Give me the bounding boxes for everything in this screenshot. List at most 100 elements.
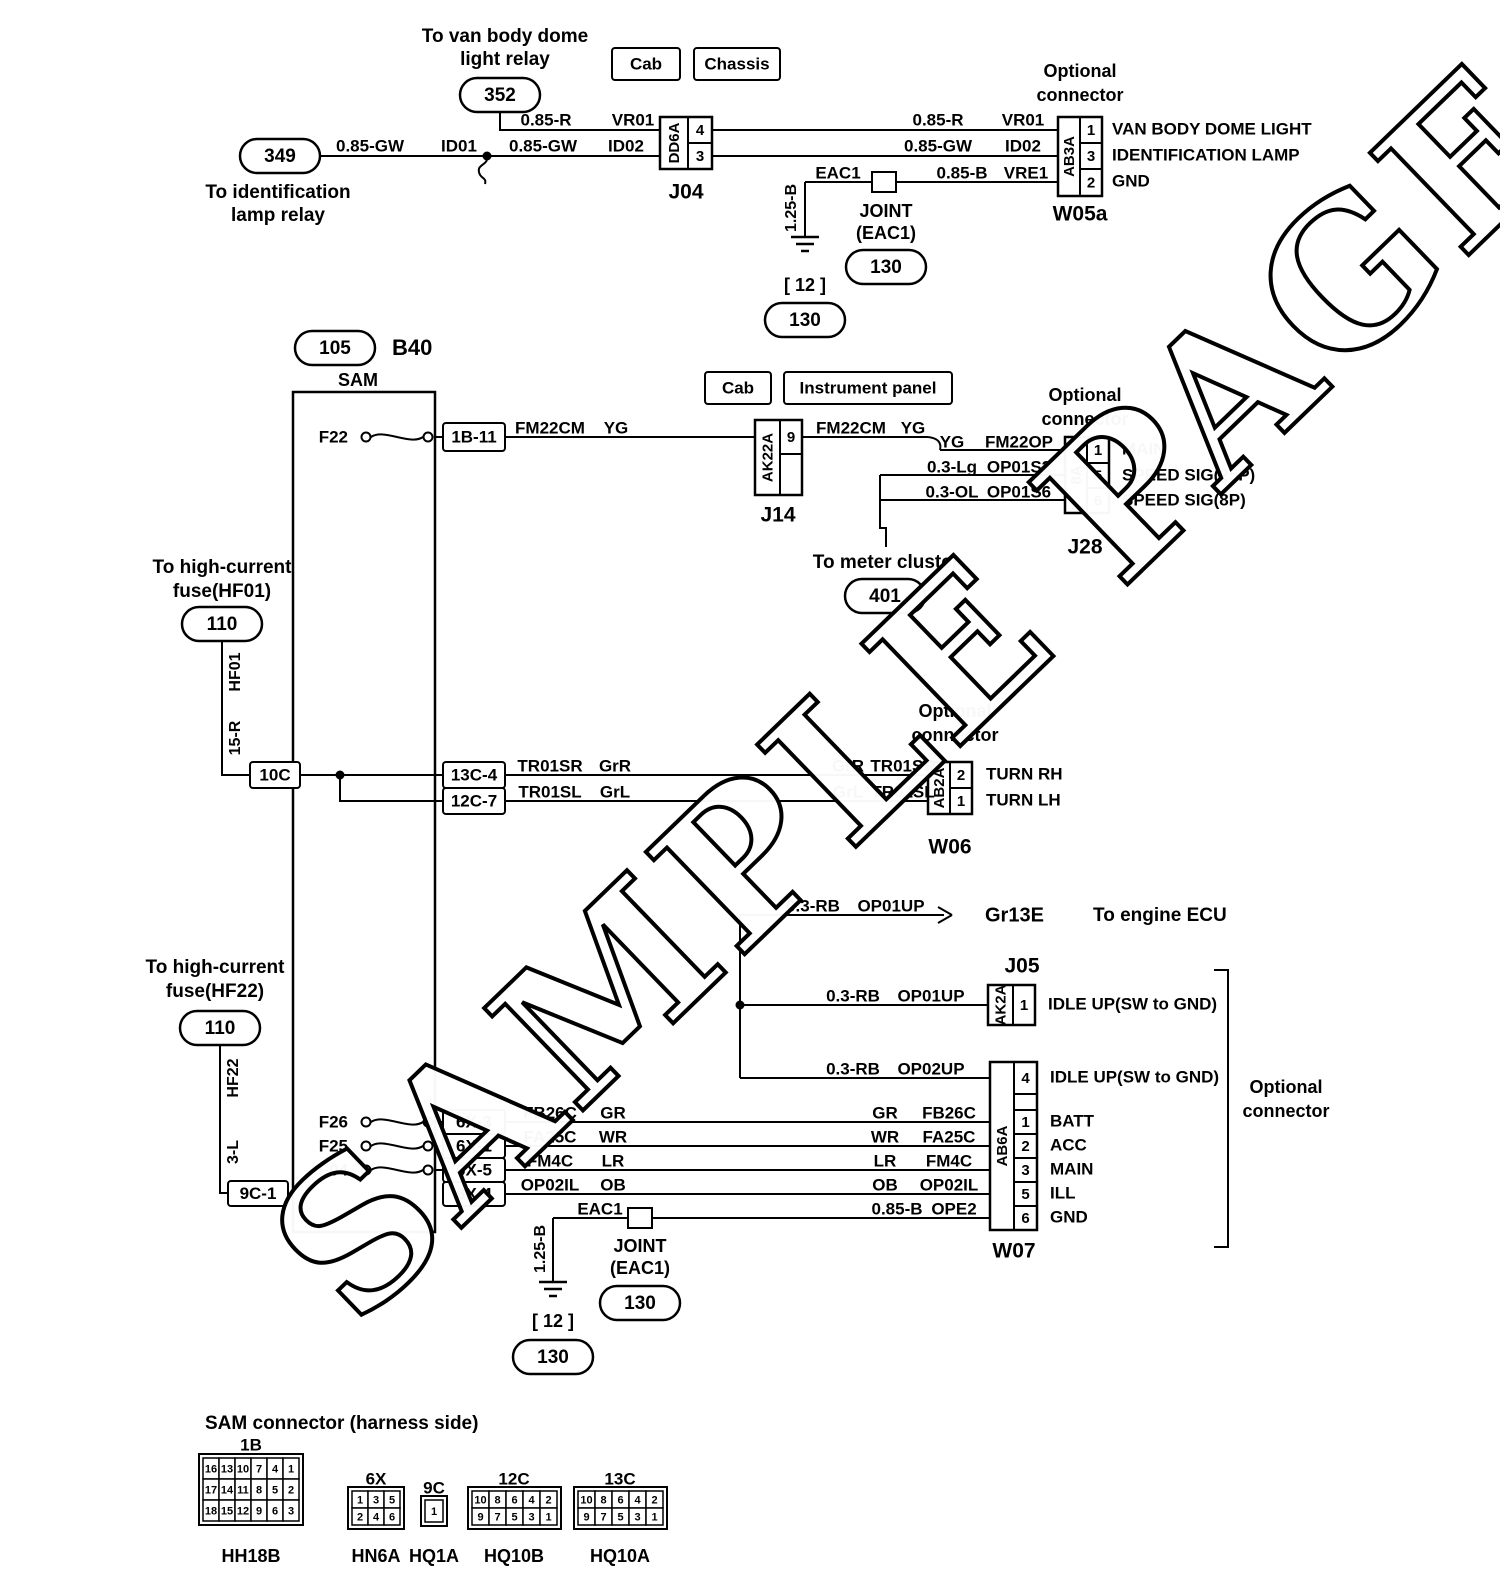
pin-6x-3-text: 6X-3 [456, 1112, 492, 1131]
junction-dot [335, 770, 345, 780]
optional-connector-w06-2: connector [911, 725, 998, 745]
fuse-f22-terminal [422, 431, 434, 443]
grid-hh18b-cavity-num: 9 [256, 1505, 262, 1517]
grid-hq10b-cavity-num: 9 [477, 1511, 483, 1523]
wire-label: VR01 [1002, 110, 1045, 129]
grid-hq10a-cavity [645, 1507, 664, 1526]
wire-label: OPE2 [931, 1199, 976, 1218]
connector-j04-housing-code: DD6A [666, 122, 683, 163]
wire-label: GR [600, 1103, 626, 1122]
connector-j14 [753, 418, 804, 497]
wire-label: TR01SL [518, 782, 581, 801]
wire-label: WR [871, 1127, 899, 1146]
grid-hq1a-group-label: 9C [423, 1478, 445, 1497]
wire-label: TR01SL [871, 782, 934, 801]
zone-cab-top [611, 47, 681, 81]
grid-hh18b-cavity-num: 7 [256, 1463, 262, 1475]
connector-j14-pin-9: 9 [787, 429, 795, 446]
pin-12c-7 [442, 787, 506, 815]
wire-label: EAC1 [577, 1199, 622, 1218]
wire-label: GrL [833, 782, 863, 801]
caption-hf01-2: fuse(HF01) [173, 581, 271, 602]
wire-label: FM4C [926, 1151, 972, 1170]
wire-label: YG [940, 432, 965, 451]
grid-hq1a-cavity-num: 1 [431, 1506, 437, 1518]
connector-id-w07: W07 [992, 1240, 1035, 1263]
grid-hn6a-cavity-num: 4 [373, 1511, 380, 1523]
connector-j05-pin-1: 1 [1020, 997, 1028, 1014]
grid-hq10b-cavity-num: 1 [545, 1511, 551, 1523]
grid-hh18b-cavity-num: 2 [288, 1484, 294, 1496]
connector-w05a-pin-2: 2 [1087, 174, 1095, 191]
wire-label: ID02 [608, 136, 644, 155]
zone-instrument-panel [783, 371, 953, 405]
grid-hn6a-cavity-num: 3 [373, 1494, 379, 1506]
connector-id-b40: B40 [392, 335, 432, 360]
joint-label-top-2: (EAC1) [856, 223, 916, 243]
grid-hh18b-cavity-num: 12 [237, 1505, 249, 1517]
grid-hh18b-cavity-num: 5 [272, 1484, 278, 1496]
caption-hf22-1: To high-current [146, 957, 286, 978]
grid-hq10b-cavity-num: 2 [545, 1494, 551, 1506]
wire-label: OB [600, 1175, 626, 1194]
fuse-f25-terminal [422, 1140, 434, 1152]
joint-box-top [871, 171, 897, 193]
wire-label: FM22CM [515, 418, 585, 437]
grid-hq10b-cavity-num: 8 [494, 1494, 500, 1506]
caption-engine-ecu: To engine ECU [1093, 905, 1227, 926]
grid-hh18b-cavity-num: 18 [205, 1505, 217, 1517]
fuse-f04-terminal [422, 1164, 434, 1176]
wire-label: 1.25-B [783, 184, 800, 232]
caption-hf22-2: fuse(HF22) [166, 981, 264, 1002]
grid-hh18b-cavity-num: 16 [205, 1463, 217, 1475]
grid-hq1a-id: HQ1A [409, 1546, 459, 1566]
grid-hn6a-cavity-num: 2 [357, 1511, 363, 1523]
wire-label: WR [599, 1127, 627, 1146]
wire-label: OP01UP [897, 986, 964, 1005]
connector-id-w05a: W05a [1053, 203, 1108, 226]
connector-id-j05: J05 [1004, 955, 1039, 978]
pin-desc: TURN RH [986, 764, 1063, 783]
wire-label: YG [901, 418, 926, 437]
grid-hq10b-cavity-num: 6 [511, 1494, 517, 1506]
pin-desc: IDLE UP(SW to GND) [1050, 1067, 1219, 1086]
ref-130-top-ground-text: 130 [789, 310, 821, 331]
caption-ident-2: lamp relay [231, 205, 325, 226]
wire-label: FM22CM [816, 418, 886, 437]
pin-desc: IDLE UP(SW to GND) [1048, 994, 1217, 1013]
ref-401-text: 401 [869, 586, 901, 607]
grid-hh18b-cavity [282, 1499, 300, 1522]
grid-hh18b-cavity-num: 14 [221, 1484, 234, 1496]
ground-ref-top: [ 12 ] [784, 275, 826, 295]
connector-j28-pin-6: 6 [1094, 492, 1102, 509]
wire-label: HF01 [227, 652, 244, 691]
grid-hh18b-cavity-num: 8 [256, 1484, 262, 1496]
wire-label: FM4C [527, 1151, 573, 1170]
grid-hq10a-cavity-num: 6 [617, 1494, 623, 1506]
ref-349-text: 349 [264, 146, 296, 167]
ref-130-top-joint-text: 130 [870, 257, 902, 278]
grid-hq10a-cavity-num: 9 [583, 1511, 589, 1523]
optional-connector-w07-1: Optional [1250, 1077, 1323, 1097]
wire-label: 0.3-RB [826, 986, 880, 1005]
grid-hq10a-cavity-num: 4 [634, 1494, 641, 1506]
grid-hh18b-cavity-num: 10 [237, 1463, 249, 1475]
zone-instrument-panel-text: Instrument panel [800, 378, 937, 397]
optional-connector-j28-2: connector [1041, 409, 1128, 429]
pin-10c [249, 761, 301, 789]
connector-j05-housing-code: AK2A [992, 984, 1009, 1025]
connector-w07-pin-2: 2 [1021, 1138, 1029, 1155]
wire-label: GrL [600, 782, 630, 801]
zone-cab-mid [704, 371, 772, 405]
optional-connector-j28-1: Optional [1049, 385, 1122, 405]
pin-10c-text: 10C [259, 765, 290, 784]
optional-connector-w07-2: connector [1242, 1101, 1329, 1121]
optional-connector-bracket [1214, 969, 1229, 1248]
connector-w07-pin-3: 3 [1021, 1162, 1029, 1179]
connector-j28-housing-code: 8A [1068, 465, 1085, 484]
ref-352 [458, 76, 542, 114]
joint-label-top-1: JOINT [859, 201, 912, 221]
wire-label: 0.3-OL [926, 482, 979, 501]
caption-van-body-2: light relay [460, 49, 550, 70]
grid-hq10a-cavity-num: 10 [580, 1494, 592, 1506]
